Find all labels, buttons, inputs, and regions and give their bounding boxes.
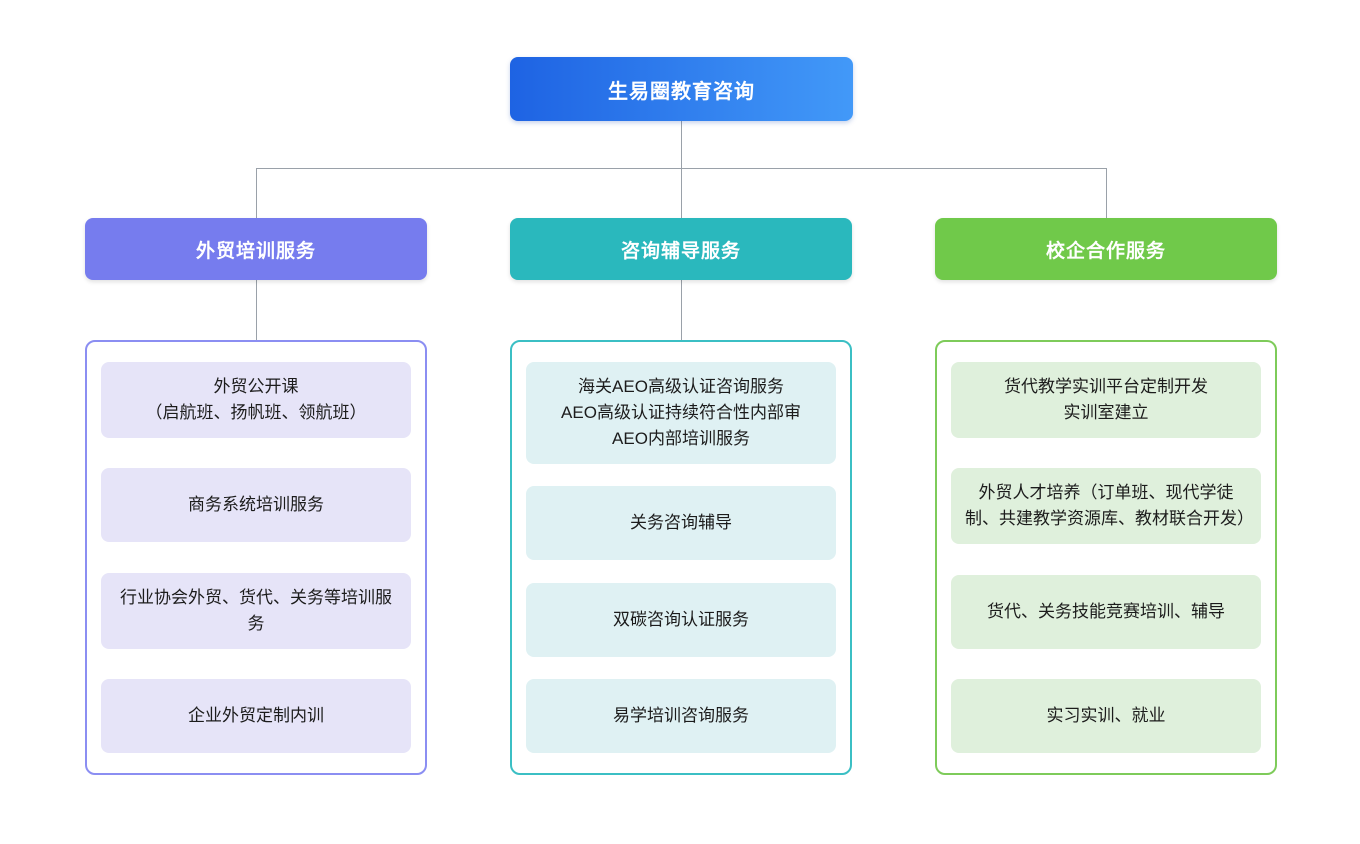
branch-trade-training: 外贸培训服务 外贸公开课 （启航班、扬帆班、领航班） 商务系统培训服务 行业协会… [85,218,427,775]
branch-header: 外贸培训服务 [85,218,427,280]
branch-header: 校企合作服务 [935,218,1277,280]
service-item: 外贸公开课 （启航班、扬帆班、领航班） [101,362,411,438]
connector-root-drop [681,121,682,168]
service-item: 海关AEO高级认证咨询服务 AEO高级认证持续符合性内部审 AEO内部培训服务 [526,362,836,464]
root-node: 生易圈教育咨询 [510,57,853,121]
branch-header: 咨询辅导服务 [510,218,852,280]
service-item: 易学培训咨询服务 [526,678,836,753]
service-item: 双碳咨询认证服务 [526,582,836,657]
branch-container: 外贸公开课 （启航班、扬帆班、领航班） 商务系统培训服务 行业协会外贸、货代、关… [85,340,427,775]
branch-container: 货代教学实训平台定制开发 实训室建立 外贸人才培养（订单班、现代学徒制、共建教学… [935,340,1277,775]
service-item: 外贸人才培养（订单班、现代学徒制、共建教学资源库、教材联合开发） [951,468,1261,545]
service-item: 企业外贸定制内训 [101,678,411,753]
connector-drop-branch-3 [1106,168,1107,218]
connector-drop-branch-1 [256,168,257,218]
branch-consulting: 咨询辅导服务 海关AEO高级认证咨询服务 AEO高级认证持续符合性内部审 AEO… [510,218,852,775]
service-item: 商务系统培训服务 [101,468,411,543]
service-item: 行业协会外贸、货代、关务等培训服务 [101,572,411,649]
connector-drop-branch-2 [681,168,682,218]
branch-school-enterprise: 校企合作服务 货代教学实训平台定制开发 实训室建立 外贸人才培养（订单班、现代学… [935,218,1277,775]
service-item: 关务咨询辅导 [526,486,836,561]
service-item: 实习实训、就业 [951,678,1261,753]
connector-header-drop-branch-2 [681,280,682,340]
service-item: 货代教学实训平台定制开发 实训室建立 [951,362,1261,438]
branch-container: 海关AEO高级认证咨询服务 AEO高级认证持续符合性内部审 AEO内部培训服务 … [510,340,852,775]
service-item: 货代、关务技能竞赛培训、辅导 [951,574,1261,649]
connector-header-drop-branch-1 [256,280,257,340]
